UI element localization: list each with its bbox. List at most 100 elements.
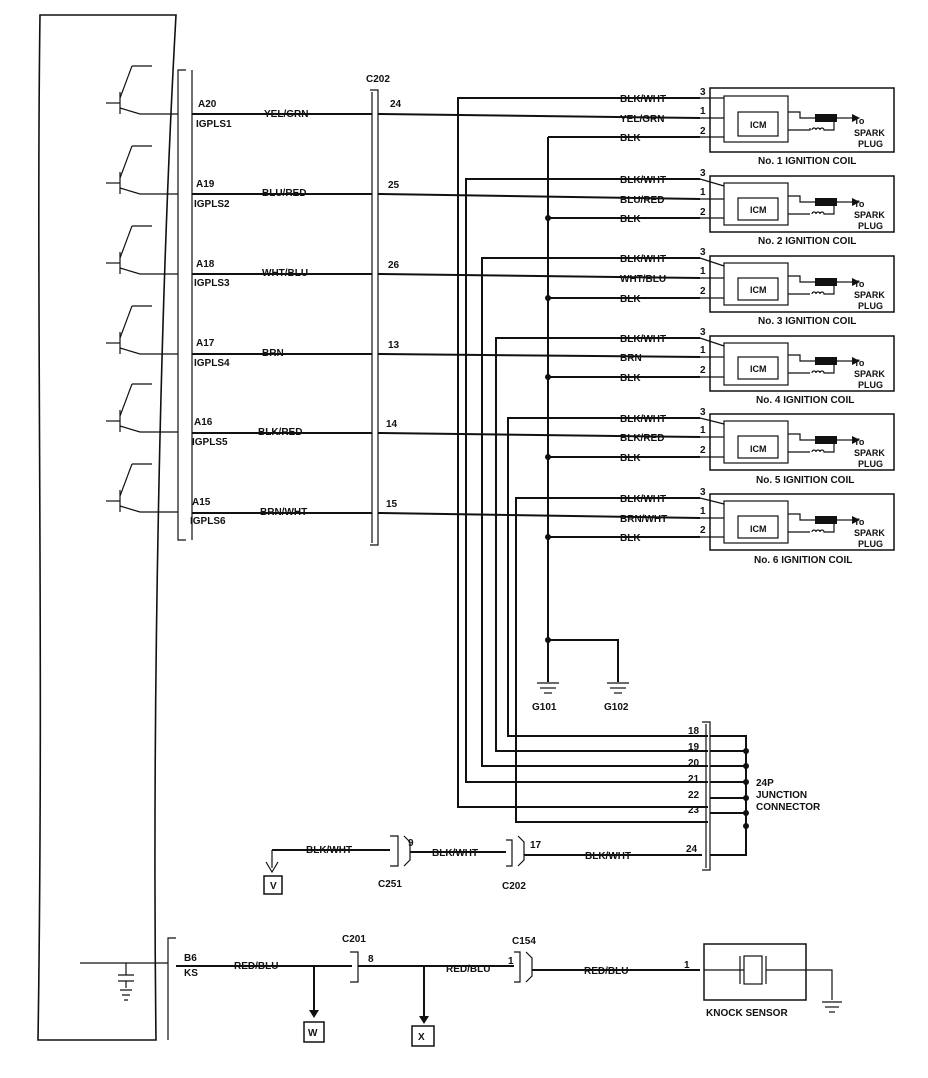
coil6-name: No. 6 IGNITION COIL [754,555,852,566]
svg-text:SPARK: SPARK [854,369,885,379]
svg-text:2: 2 [700,365,706,376]
coil1-name: No. 1 IGNITION COIL [758,156,856,167]
ecm-signal-igpls5: IGPLS5 [192,437,228,448]
coil2-pin3-wire: BLK/WHT [620,175,666,186]
svg-text:SPARK: SPARK [854,448,885,458]
svg-text:3: 3 [700,407,706,418]
knock-wire-2: RED/BLU [446,964,490,975]
supply-wire-3: BLK/WHT [585,851,631,862]
svg-text:1: 1 [700,266,706,277]
knock-circuit [80,937,842,1047]
svg-text:PLUG: PLUG [858,301,883,311]
ecm-outline [37,14,177,1041]
driver-4 [106,305,178,355]
svg-text:3: 3 [700,87,706,98]
blkwht-supply-wires [457,97,708,823]
ground-g102-label: G102 [604,702,629,713]
knock-sensor-label: KNOCK SENSOR [706,1008,788,1019]
coil3-pin2-wire: BLK [620,294,641,305]
driver-1 [106,65,178,115]
svg-text:To: To [854,517,865,527]
svg-text:3: 3 [700,327,706,338]
c202-pin-13: 13 [388,340,400,351]
ground-g101-icon [537,682,559,694]
c202-pin-25: 25 [388,180,400,191]
ignition-coil-1: ICM To SPARK PLUG 3 1 2 [700,87,895,153]
junction-connector: 18 19 20 21 22 23 24 [686,721,749,871]
knock-ref-w: W [308,1028,318,1039]
ecm-signal-ks: KS [184,968,198,979]
svg-text:ICM: ICM [750,364,767,374]
svg-text:ICM: ICM [750,120,767,130]
ground-g101-label: G101 [532,702,557,713]
knock-wire-3: RED/BLU [584,966,628,977]
ignition-coil-3: ICM To SPARK PLUG 3 1 2 [699,247,895,313]
ground-g102-icon [607,682,629,694]
junction-label-2: JUNCTION [756,790,807,801]
knock-wire-1: RED/BLU [234,961,278,972]
coil6-pin3-wire: BLK/WHT [620,494,666,505]
coil1-pin2-wire: BLK [620,133,641,144]
c201-label: C201 [342,934,366,945]
coil3-pin3-wire: BLK/WHT [620,254,666,265]
svg-text:SPARK: SPARK [854,128,885,138]
c202-pin-15: 15 [386,499,398,510]
svg-text:PLUG: PLUG [858,459,883,469]
driver-2 [106,145,178,195]
svg-text:3: 3 [700,487,706,498]
coil4-name: No. 4 IGNITION COIL [756,395,854,406]
c202-pin-14: 14 [386,419,398,430]
coil2-pin1-wire: BLU/RED [620,195,664,206]
svg-text:1: 1 [700,425,706,436]
svg-text:To: To [854,358,865,368]
svg-text:To: To [854,199,865,209]
wire-label-4: BRN [262,348,284,359]
junction-label-3: CONNECTOR [756,802,821,813]
ecm-pin-a19: A19 [196,179,215,190]
ecm-drivers [106,65,178,513]
coil5-pin1-wire: BLK/RED [620,433,664,444]
svg-text:1: 1 [700,106,706,117]
svg-text:PLUG: PLUG [858,139,883,149]
svg-text:24: 24 [686,844,698,855]
svg-text:SPARK: SPARK [854,210,885,220]
svg-text:PLUG: PLUG [858,221,883,231]
c202-label: C202 [366,74,390,85]
svg-text:19: 19 [688,742,700,753]
wire-label-1: YEL/GRN [264,109,308,120]
svg-text:3: 3 [700,168,706,179]
coil2-name: No. 2 IGNITION COIL [758,236,856,247]
svg-text:21: 21 [688,774,700,785]
junction-label-1: 24P [756,778,774,789]
c202-pin-26: 26 [388,260,400,271]
svg-text:ICM: ICM [750,285,767,295]
ground-splice-dots [545,215,551,643]
c251-pin: 9 [408,838,414,849]
svg-text:ICM: ICM [750,524,767,534]
svg-text:23: 23 [688,805,700,816]
coil3-pin1-wire: WHT/BLU [620,274,666,285]
supply-c202-pin: 17 [530,840,542,851]
coil1-pin1-wire: YEL/GRN [620,114,664,125]
ecm-signal-igpls3: IGPLS3 [194,278,230,289]
supply-ref-v: V [270,881,277,892]
c202-pin-24: 24 [390,99,402,110]
wire-label-3: WHT/BLU [262,268,308,279]
ecm-signal-igpls1: IGPLS1 [196,119,232,130]
ecm-pin-a18: A18 [196,259,215,270]
supply-circuit [263,835,702,895]
supply-wire-1: BLK/WHT [306,845,352,856]
svg-text:ICM: ICM [750,205,767,215]
coil1-pin3-wire: BLK/WHT [620,94,666,105]
svg-text:20: 20 [688,758,700,769]
svg-text:To: To [854,279,865,289]
ignition-coil-4: ICM To SPARK PLUG 3 1 2 [699,327,895,392]
coil5-name: No. 5 IGNITION COIL [756,475,854,486]
svg-text:2: 2 [700,126,706,137]
ecm-signal-igpls4: IGPLS4 [194,358,230,369]
ecm-pin-a20: A20 [198,99,217,110]
coil4-pin1-wire: BRN [620,353,642,364]
knock-sensor-pin: 1 [684,960,690,971]
driver-3 [106,225,178,275]
